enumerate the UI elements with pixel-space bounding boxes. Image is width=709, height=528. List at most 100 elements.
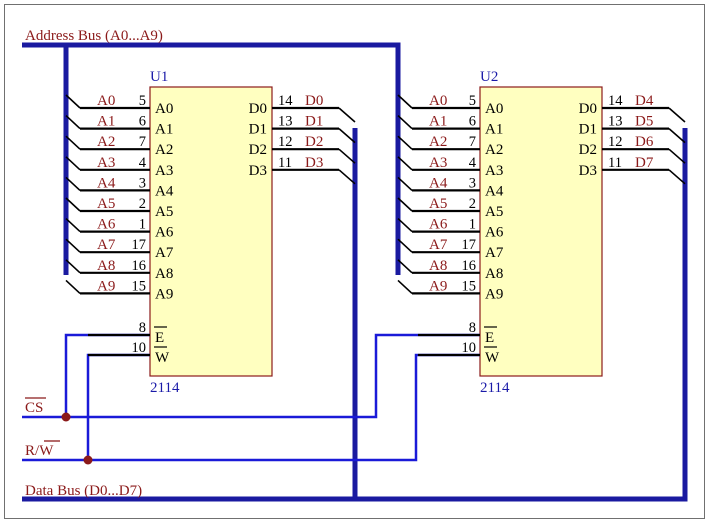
bus-entry-address	[65, 197, 81, 212]
data-bus-line	[22, 128, 688, 502]
data-pin-number: 12	[278, 134, 293, 150]
data-pin-name: D0	[249, 101, 267, 117]
address-pin-name: A5	[485, 204, 503, 220]
address-pin-number: 17	[132, 237, 147, 253]
address-pin-name: A0	[485, 101, 503, 117]
address-bus-label: Address Bus (A0...A9)	[25, 28, 163, 44]
address-pin-number: 5	[139, 93, 146, 109]
chip-body	[149, 86, 273, 377]
address-pin-number: 4	[139, 155, 147, 171]
data-net-label: D5	[635, 114, 653, 130]
rw-junction-dot	[83, 455, 93, 465]
data-pin-name: D0	[579, 101, 597, 117]
chip-ref-label: U1	[150, 69, 168, 85]
address-net-label: A6	[97, 217, 116, 233]
address-pin-number: 5	[469, 93, 476, 109]
address-pin-name: A3	[155, 163, 173, 179]
data-bus: Data Bus (D0...D7)	[22, 128, 688, 502]
bus-entry-data	[338, 169, 356, 185]
control-pin-name: E	[155, 330, 164, 346]
bus-entry-data	[338, 107, 356, 123]
bus-entry-address	[65, 238, 81, 253]
bus-entry-address	[397, 279, 413, 294]
bus-entry-address	[397, 94, 413, 109]
bus-entry-address	[397, 259, 413, 274]
address-pin-number: 4	[469, 155, 477, 171]
bus-entry-address	[397, 218, 413, 233]
data-pin-number: 13	[608, 114, 623, 130]
data-net-label: D3	[305, 155, 323, 171]
address-pin-number: 2	[139, 196, 146, 212]
rw-label-w: W	[39, 443, 54, 459]
data-pin-number: 12	[608, 134, 623, 150]
address-pin-number: 15	[132, 278, 147, 294]
address-net-label: A5	[97, 196, 115, 212]
bus-entry-data	[668, 148, 686, 164]
rw-label: R/W	[25, 443, 54, 459]
address-net-label: A8	[429, 258, 447, 274]
address-pin-number: 16	[132, 258, 147, 274]
address-net-label: A9	[429, 278, 447, 294]
address-net-label: A7	[429, 237, 448, 253]
control-pin-number: 8	[469, 320, 476, 336]
rw-label-r: R/	[25, 443, 40, 459]
address-net-label: A0	[97, 93, 115, 109]
address-pin-name: A7	[485, 245, 504, 261]
bus-entry-data	[668, 127, 686, 144]
chip-ref-label: U2	[480, 69, 498, 85]
control-pin-name: W	[155, 350, 170, 366]
control-pin-number: 10	[462, 340, 477, 356]
data-pin-name: D3	[249, 163, 267, 179]
address-net-label: A6	[429, 217, 448, 233]
address-pin-name: A3	[485, 163, 503, 179]
address-pin-name: A6	[485, 225, 504, 241]
bus-entry-data	[338, 127, 356, 144]
bus-entry-address	[397, 176, 413, 191]
address-pin-name: A9	[155, 286, 173, 302]
control-pin-number: 8	[139, 320, 146, 336]
bus-entry-address	[65, 135, 81, 150]
data-pin-name: D2	[579, 142, 597, 158]
address-pin-name: A4	[485, 183, 504, 199]
bus-entry-address	[65, 259, 81, 274]
data-net-label: D0	[305, 93, 323, 109]
address-net-label: A1	[429, 114, 447, 130]
chip-body	[479, 86, 603, 377]
address-pin-number: 2	[469, 196, 476, 212]
address-pin-name: A9	[485, 286, 503, 302]
chip-part-label: 2114	[480, 380, 510, 396]
data-pin-name: D3	[579, 163, 597, 179]
address-pin-name: A0	[155, 101, 173, 117]
bus-entry-address	[397, 156, 413, 171]
address-net-label: A3	[429, 155, 447, 171]
address-pin-number: 1	[469, 217, 476, 233]
address-net-label: A8	[97, 258, 115, 274]
address-pin-name: A4	[155, 183, 174, 199]
data-net-label: D7	[635, 155, 654, 171]
address-net-label: A4	[97, 175, 116, 191]
data-pin-name: D2	[249, 142, 267, 158]
address-pin-name: A1	[485, 122, 503, 138]
bus-entry-address	[65, 156, 81, 171]
cs-label: CS	[25, 400, 43, 416]
address-net-label: A3	[97, 155, 115, 171]
address-pin-number: 6	[139, 114, 146, 130]
data-pin-name: D1	[579, 122, 597, 138]
bus-entry-address	[65, 176, 81, 191]
address-pin-name: A5	[155, 204, 173, 220]
bus-entry-data	[338, 148, 356, 164]
address-pin-number: 17	[462, 237, 477, 253]
bus-entry-address	[397, 135, 413, 150]
address-pin-number: 16	[462, 258, 477, 274]
bus-entry-address	[65, 115, 81, 130]
address-net-label: A5	[429, 196, 447, 212]
data-bus-label: Data Bus (D0...D7)	[25, 483, 142, 499]
address-pin-name: A7	[155, 245, 174, 261]
address-pin-number: 7	[139, 134, 146, 150]
address-pin-number: 7	[469, 134, 476, 150]
data-pin-number: 13	[278, 114, 293, 130]
